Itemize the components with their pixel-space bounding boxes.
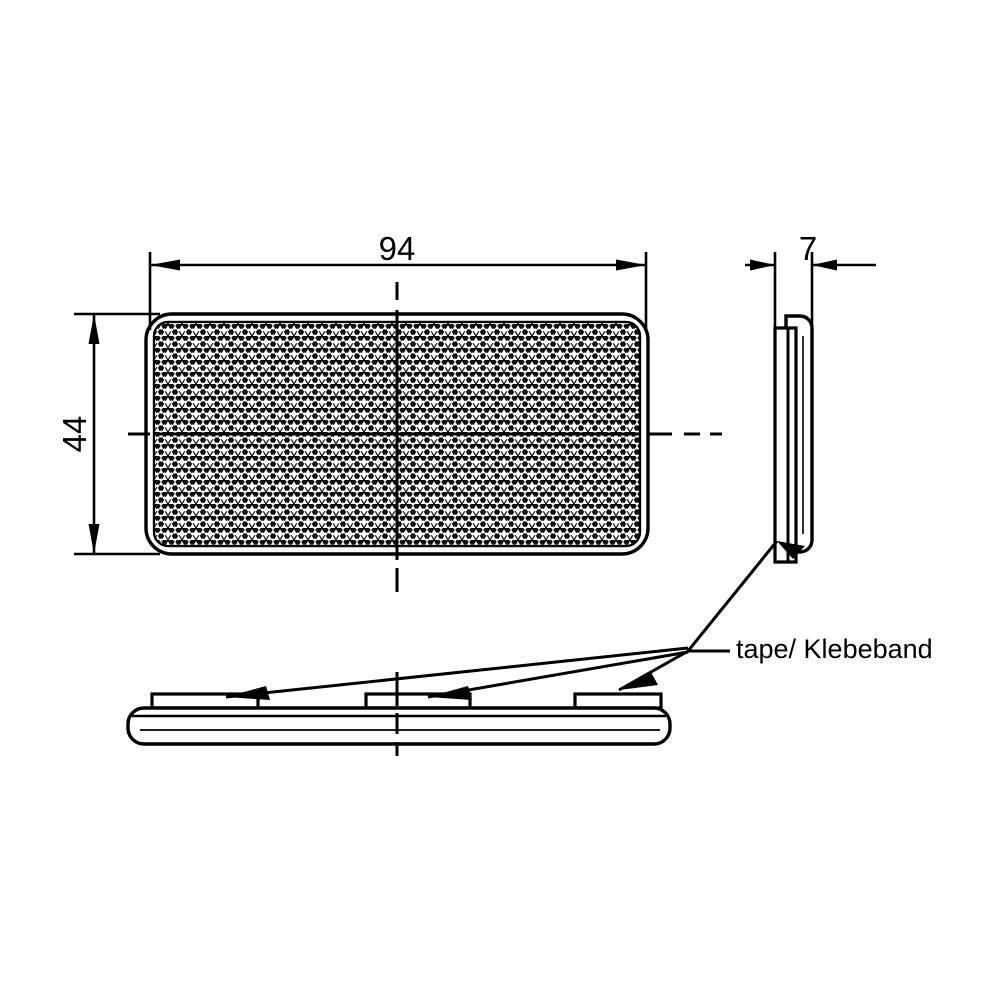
tape-callout-label: tape/ Klebeband	[736, 634, 933, 664]
dimension-height-44: 44	[56, 312, 160, 556]
dimension-width-94: 94	[148, 230, 648, 330]
bottom-view-body-outline	[126, 706, 672, 746]
front-view	[128, 282, 722, 592]
dimension-width-arrow-right	[616, 259, 646, 271]
leader-to-bottom-tape-middle	[427, 650, 689, 699]
tape-callout-leaders	[225, 540, 779, 699]
leader-arrowhead-bottom-right	[619, 672, 658, 690]
leader-arrowhead-side-view	[777, 541, 805, 559]
bottom-view	[126, 672, 672, 756]
dimension-thickness-arrow-right	[812, 259, 837, 271]
bottom-view-tape-strip-right	[573, 692, 663, 710]
dimension-width-arrow-left	[150, 259, 180, 271]
dimension-width-value: 94	[379, 230, 416, 267]
tape-callout-arrowheads	[226, 541, 805, 700]
leader-to-bottom-tape-right	[618, 648, 691, 692]
leader-arrowhead-bottom-middle	[428, 686, 472, 700]
dimension-height-arrow-top	[88, 314, 100, 344]
side-view	[773, 314, 814, 564]
dimension-thickness-arrow-left	[750, 259, 775, 271]
dimension-thickness-value: 7	[799, 230, 817, 267]
dimension-height-arrow-bottom	[88, 524, 100, 554]
dimension-thickness-7: 7	[745, 230, 876, 330]
leader-to-side-view	[686, 540, 779, 652]
dimension-height-value: 44	[56, 416, 93, 453]
leader-arrowhead-bottom-left	[226, 686, 270, 700]
side-view-tape-strip	[773, 326, 798, 564]
leader-to-bottom-tape-left	[225, 646, 689, 699]
